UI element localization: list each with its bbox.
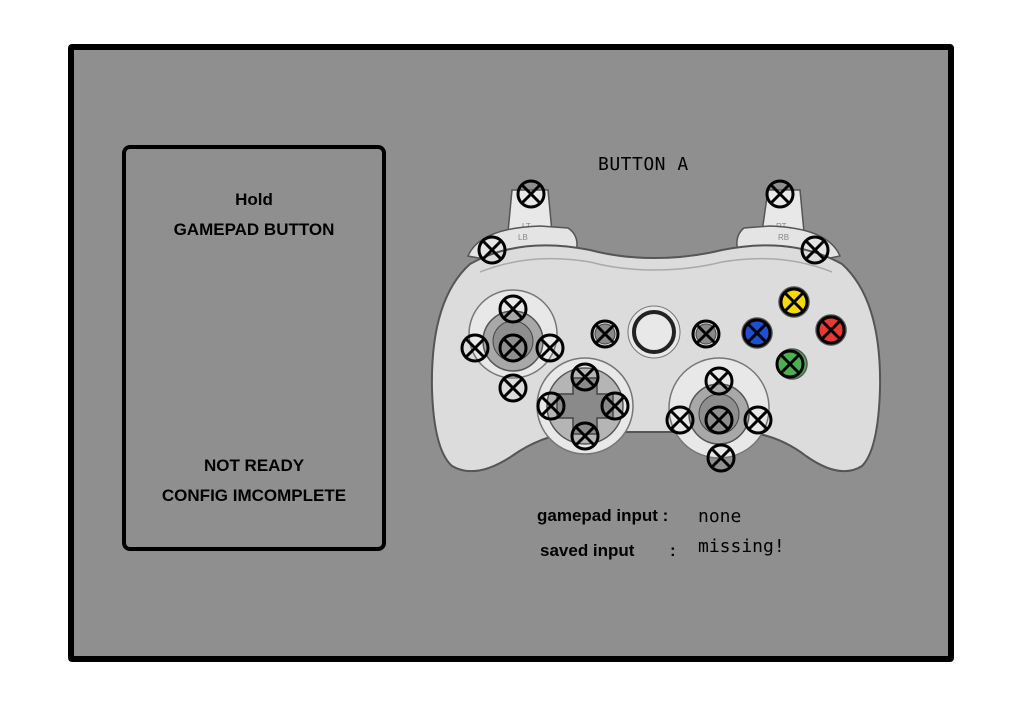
circle-x-icon-ls-press xyxy=(498,333,528,363)
circle-x-icon-rs-down xyxy=(706,443,736,473)
circle-x-icon-ls-right xyxy=(535,333,565,363)
circle-x-icon-lt xyxy=(516,179,546,209)
circle-x-icon-rs-left xyxy=(665,405,695,435)
circle-x-icon-b xyxy=(816,315,846,345)
circle-x-icon-ls-up xyxy=(498,294,528,324)
circle-x-icon-lb xyxy=(477,235,507,265)
instruction-text: GAMEPAD BUTTON xyxy=(173,220,335,239)
circle-x-icon-rs-right xyxy=(743,405,773,435)
saved-input-label: saved input xyxy=(540,541,635,560)
circle-x-icon-y xyxy=(779,287,809,317)
guide-button[interactable] xyxy=(627,305,681,359)
circle-x-icon-dpad-right xyxy=(600,391,630,421)
status-text: NOT READY xyxy=(203,456,305,475)
circle-x-icon-start xyxy=(691,319,721,349)
config-status-text: CONFIG IMCOMPLETE xyxy=(161,486,347,505)
lb-label: LB xyxy=(518,233,528,242)
circle-x-icon-dpad-up xyxy=(570,362,600,392)
circle-x-icon-dpad-down xyxy=(570,421,600,451)
gamepad-input-value: none xyxy=(698,506,742,527)
circle-x-icon-dpad-left xyxy=(536,391,566,421)
circle-x-icon-rs-up xyxy=(704,366,734,396)
circle-x-icon-rt xyxy=(765,179,795,209)
instruction-panel: Hold GAMEPAD BUTTON NOT READY CONFIG IMC… xyxy=(122,145,386,551)
circle-x-icon-a xyxy=(775,349,805,379)
current-button-title: BUTTON A xyxy=(598,154,689,175)
circle-x-icon-back xyxy=(590,319,620,349)
saved-input-value: missing! xyxy=(698,536,785,557)
circle-x-icon-rb xyxy=(800,235,830,265)
circle-x-icon-ls-down xyxy=(498,373,528,403)
gamepad-input-label: gamepad input : xyxy=(537,506,669,525)
rb-label: RB xyxy=(778,233,789,242)
circle-x-icon-ls-left xyxy=(460,333,490,363)
circle-x-icon-rs-press xyxy=(704,405,734,435)
circle-x-icon-x xyxy=(742,318,772,348)
saved-input-colon: : xyxy=(670,541,676,560)
hold-label: Hold xyxy=(235,190,273,209)
